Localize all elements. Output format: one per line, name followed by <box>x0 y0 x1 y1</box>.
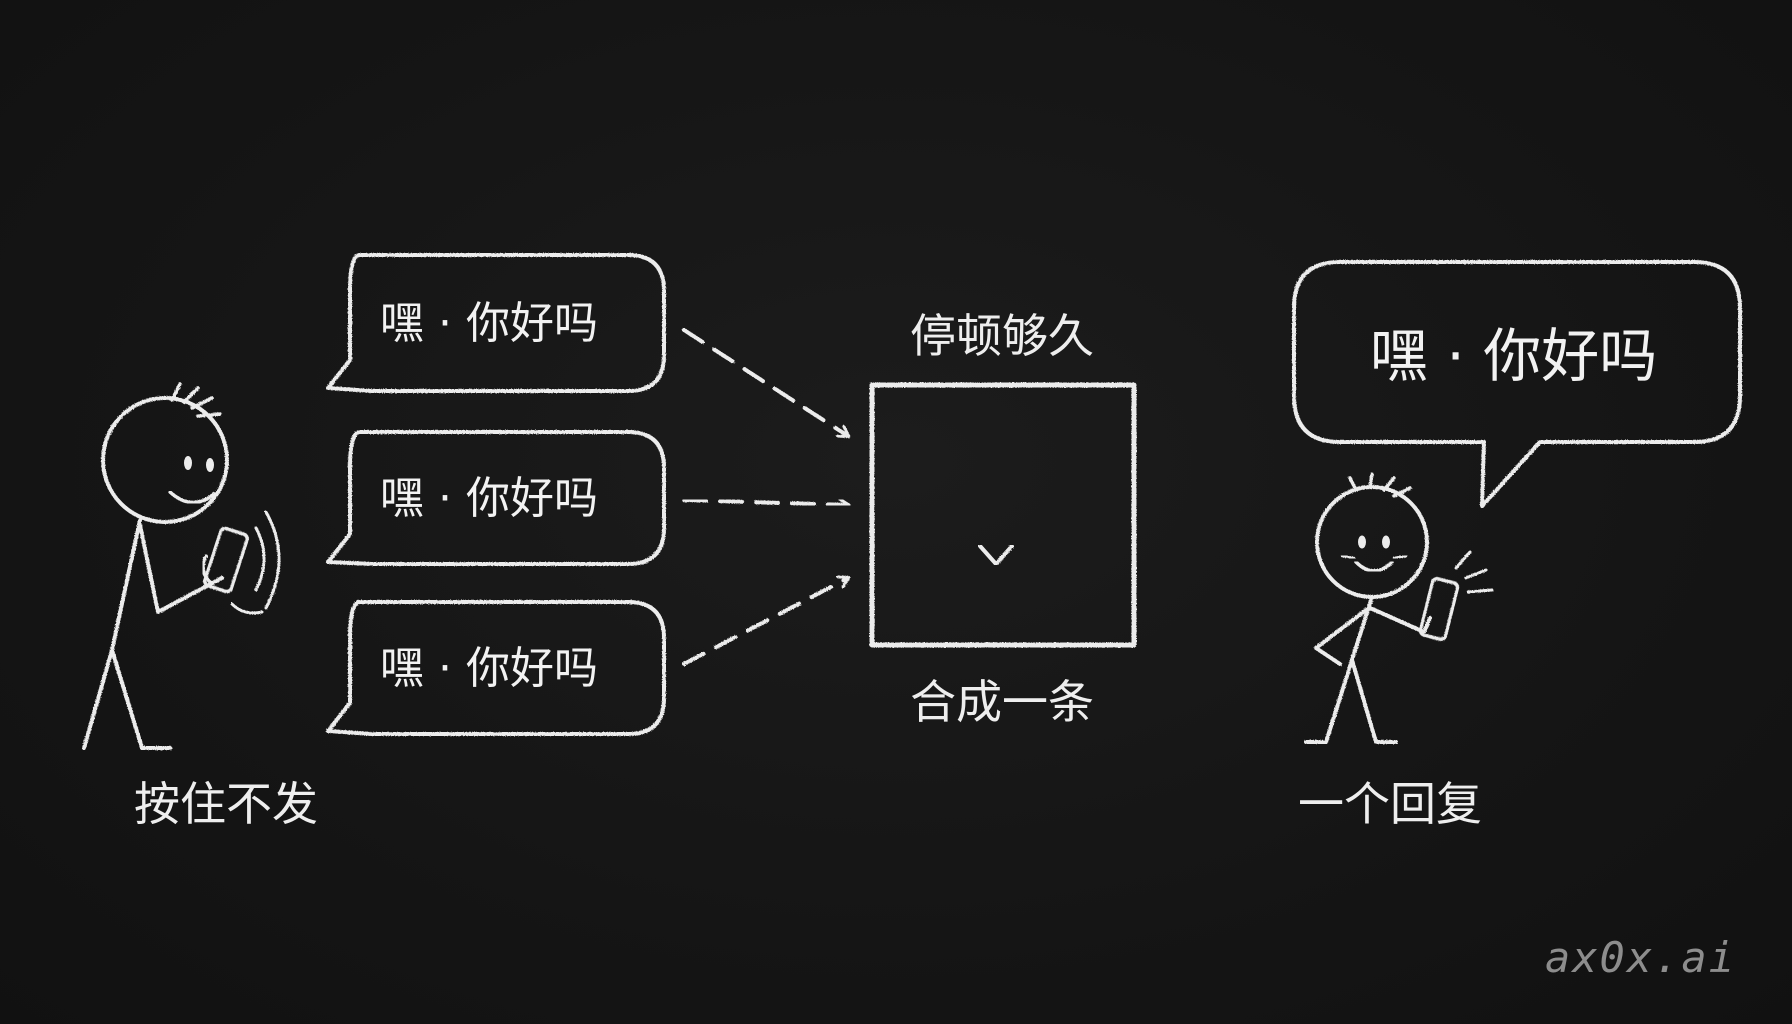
merge-down-arrow-icon <box>919 514 1087 591</box>
receiver-stick-figure <box>1304 472 1432 744</box>
message-bubble-2-text: 嘿 · 你好吗 <box>380 473 598 524</box>
sender-phone-icon <box>202 510 281 615</box>
receiver-phone-icon <box>1418 550 1494 641</box>
merge-label: 合成一条 <box>910 675 1094 729</box>
pause-label: 停顿够久 <box>910 309 1094 363</box>
reply-label: 一个回复 <box>1298 777 1482 831</box>
message-bubble-2: 嘿 · 你好吗 <box>326 430 666 566</box>
watermark: ax0x.ai <box>1545 933 1736 982</box>
sender-stick-figure <box>82 382 229 750</box>
dashed-arrow-3 <box>682 578 848 666</box>
message-bubble-3: 嘿 · 你好吗 <box>326 600 666 736</box>
reply-bubble: 嘿 · 你好吗 <box>1292 260 1742 508</box>
message-bubble-1-text: 嘿 · 你好吗 <box>380 298 598 349</box>
message-bubble-3-text: 嘿 · 你好吗 <box>380 643 598 694</box>
message-bubble-1: 嘿 · 你好吗 <box>326 253 666 393</box>
dashed-arrow-1 <box>682 328 848 436</box>
reply-bubble-text: 嘿 · 你好吗 <box>1370 322 1657 390</box>
sender-label: 按住不发 <box>134 777 318 831</box>
merge-box <box>869 382 1137 648</box>
dashed-arrow-2 <box>682 500 848 505</box>
